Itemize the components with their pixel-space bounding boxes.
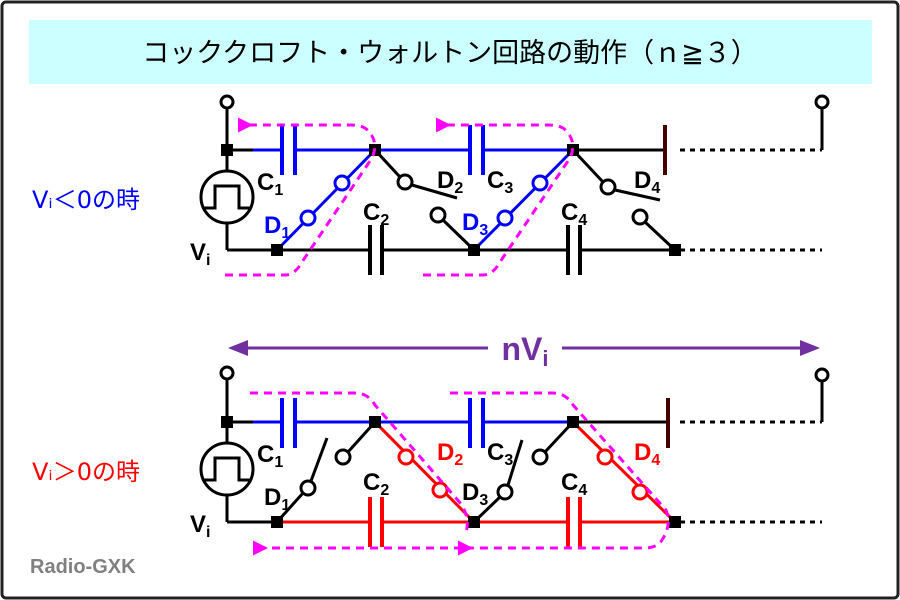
label-c1: C1 — [257, 441, 283, 471]
label-c1: C1 — [257, 169, 283, 199]
label-c3: C3 — [487, 167, 513, 197]
label-c4: C4 — [561, 199, 587, 229]
output-voltage-arrow: nVi — [228, 328, 820, 371]
output-voltage-label: nVi — [501, 331, 548, 371]
label-vi: Vi — [190, 511, 210, 541]
label-c2: C2 — [363, 199, 389, 229]
bottom-condition-label: Vᵢ＞0の時 — [32, 458, 140, 486]
title-box — [29, 20, 872, 84]
label-d2: D2 — [437, 439, 463, 469]
title: コッククロフト・ウォルトン回路の動作（ｎ≧３） — [142, 38, 758, 69]
bottom-circuit — [199, 365, 830, 556]
label-d3: D3 — [462, 209, 488, 239]
label-vi: Vi — [190, 239, 210, 269]
label-d4: D4 — [634, 167, 660, 197]
label-d2: D2 — [437, 167, 463, 197]
label-d1: D1 — [264, 212, 290, 242]
top-condition-label: Vᵢ＜0の時 — [32, 186, 140, 214]
label-d4: D4 — [634, 439, 660, 469]
label-c2: C2 — [363, 469, 389, 499]
bottom-labels: C1 D1 C2 D2 C3 D3 C4 D4 Vi — [190, 439, 660, 541]
label-c3: C3 — [487, 439, 513, 469]
label-c4: C4 — [561, 469, 587, 499]
watermark: Radio-GXK — [30, 556, 136, 578]
top-circuit — [199, 94, 830, 277]
label-d3: D3 — [462, 479, 488, 509]
label-d1: D1 — [264, 484, 290, 514]
top-labels: C1 D1 C2 D2 C3 D3 C4 D4 Vi — [190, 167, 660, 269]
